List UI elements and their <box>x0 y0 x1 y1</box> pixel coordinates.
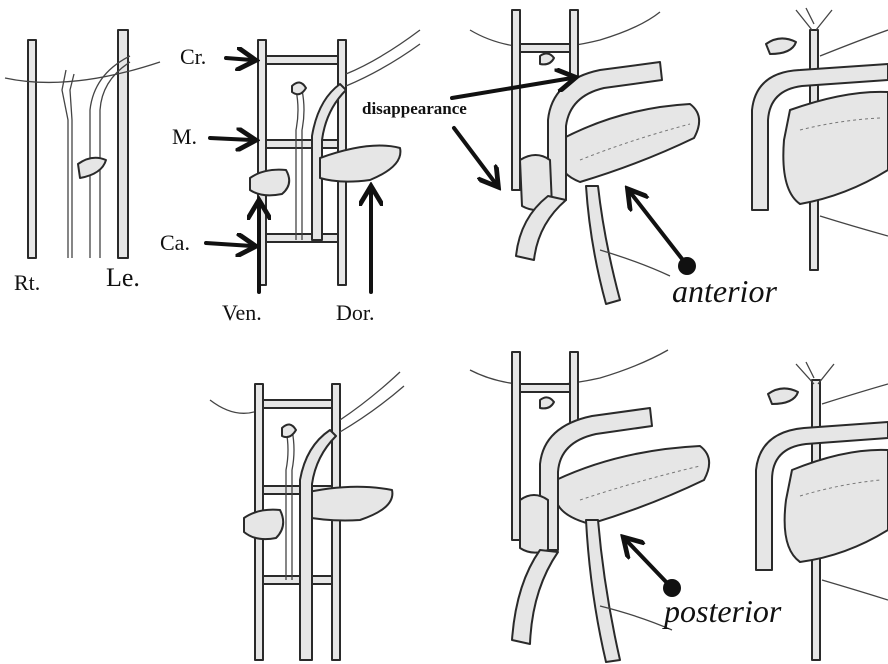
disappearance-arrow-lower <box>454 128 496 184</box>
lower-cranial-rung <box>263 400 332 408</box>
anterior-bud <box>540 53 554 64</box>
cr-arrow <box>226 58 252 60</box>
anterior-pointer <box>630 192 686 264</box>
label-le: Le. <box>106 263 140 292</box>
anterior-cranial-rung <box>520 44 570 52</box>
posterior-lower-left <box>586 520 620 662</box>
tr-branches <box>796 8 832 30</box>
label-dor: Dor. <box>336 300 375 325</box>
lower-dorsal-pancreas <box>300 487 392 521</box>
anterior-right-trunk <box>512 10 520 190</box>
lower-ladder-contour-left <box>210 400 260 413</box>
tr-bud <box>766 38 796 54</box>
label-ca: Ca. <box>160 230 190 255</box>
br-pancreas <box>785 450 888 562</box>
lower-ventral-pancreas <box>244 510 283 539</box>
label-cr: Cr. <box>180 44 206 69</box>
label-posterior: posterior <box>662 593 782 629</box>
lower-ladder-contour-b <box>340 386 404 432</box>
posterior-dorsal-pancreas <box>556 446 709 524</box>
panel-top-right <box>752 8 888 270</box>
panel1-vessel-c <box>62 70 68 258</box>
label-rt: Rt. <box>14 270 40 295</box>
panel-lower-ladder <box>210 372 404 660</box>
lower-caudal-rung <box>263 576 332 584</box>
m-arrow <box>210 138 252 140</box>
posterior-lower-right <box>512 550 558 644</box>
anterior-lower-left <box>586 186 620 304</box>
posterior-right-trunk <box>512 352 520 540</box>
cranial-anastomosis <box>266 56 338 64</box>
lower-ladder-left-trunk <box>332 384 340 660</box>
ladder-bud <box>292 82 306 94</box>
posterior-pointer <box>626 540 670 586</box>
panel1-vessel-d <box>70 74 74 258</box>
panel-anterior-view: disappearance anterior <box>362 10 777 309</box>
lower-ladder-bud <box>282 424 296 437</box>
panel-early-stage <box>5 30 160 258</box>
lower-ladder-curved-vessel <box>300 430 336 660</box>
label-m: M. <box>172 124 197 149</box>
anterior-contour-top <box>470 12 660 48</box>
anterior-dorsal-pancreas <box>560 104 699 182</box>
posterior-cranial-rung <box>520 384 570 392</box>
br-bud <box>768 388 798 404</box>
ca-arrow <box>206 243 252 246</box>
ladder-vessel-b <box>302 90 304 240</box>
br-contour-top <box>822 384 888 404</box>
label-disappearance: disappearance <box>362 99 467 118</box>
ventral-pancreas <box>250 170 289 196</box>
lower-ladder-vessel-b <box>292 430 294 580</box>
ladder-vessel-a <box>296 90 298 240</box>
tr-contour-low <box>820 216 888 236</box>
label-ven: Ven. <box>222 300 262 325</box>
label-anterior: anterior <box>672 273 777 309</box>
posterior-bud <box>540 397 554 408</box>
posterior-ventral-pancreas <box>520 495 548 553</box>
ladder-contour-b <box>346 44 420 86</box>
br-contour-low <box>822 580 888 600</box>
tr-contour-top <box>820 30 888 56</box>
panel1-bud <box>78 158 106 178</box>
right-vein-trunk <box>28 40 36 258</box>
dorsal-pancreas <box>320 146 400 182</box>
tr-pancreas <box>783 92 888 204</box>
panel-labelled-ladder: Cr. M. Ca. Rt. Le. Ven. Dor. <box>14 30 420 325</box>
lower-ladder-vessel-a <box>286 430 288 580</box>
panel-posterior-view: posterior <box>470 350 782 662</box>
